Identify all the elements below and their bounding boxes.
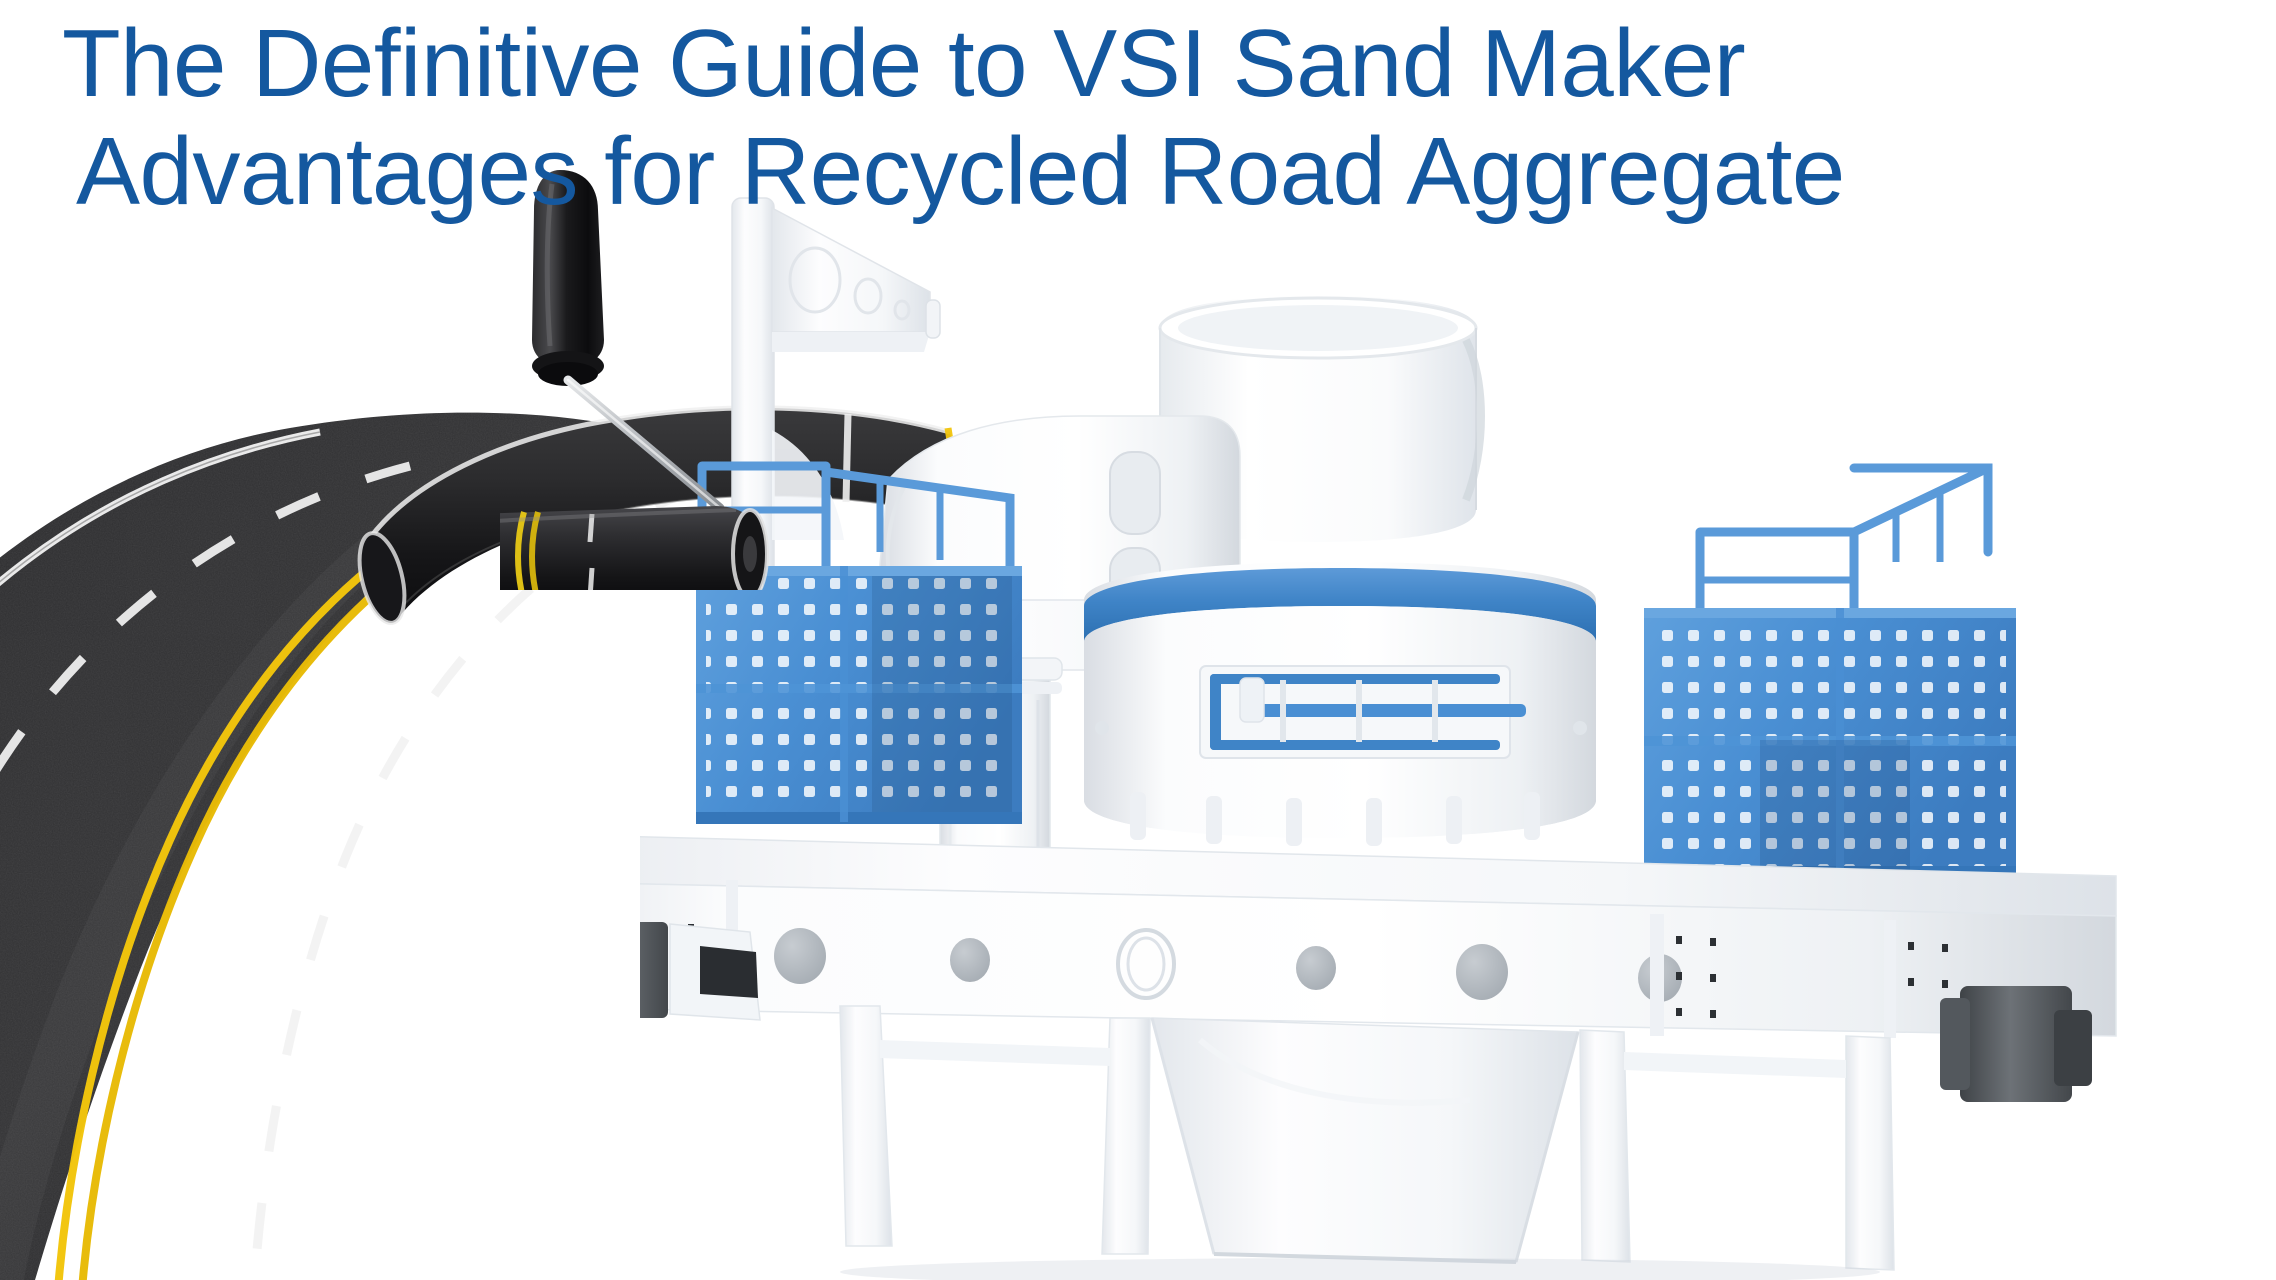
paint-roller-illustration <box>500 170 769 590</box>
right-motor-mount <box>1940 986 2092 1102</box>
blue-accent-band <box>1084 568 1596 642</box>
support-legs <box>839 1005 1895 1271</box>
right-railing <box>1695 463 1993 627</box>
road-edge-line <box>0 428 321 587</box>
left-guard-panel <box>696 461 1022 824</box>
road-edge-line-shade <box>0 431 321 583</box>
inspection-door[interactable] <box>1199 665 1526 759</box>
base-frame <box>640 836 2117 1038</box>
motor-mount <box>640 922 761 1021</box>
paint-roller <box>500 160 920 590</box>
right-guard-panel <box>1644 463 2016 878</box>
machine-shadow <box>840 1258 1880 1280</box>
vsi-sand-maker-illustration <box>640 197 2117 1280</box>
page-title-line-1: The Definitive Guide to VSI Sand Maker <box>62 10 1746 117</box>
housing-ribs <box>1130 792 1540 846</box>
paint-roller-drum <box>500 506 769 590</box>
vsi-sand-maker <box>640 180 2120 1280</box>
discharge-chute <box>1150 1017 1580 1264</box>
paint-roller-handle <box>532 170 604 386</box>
rotor-housing <box>1084 562 1596 846</box>
road-lane-dash-right <box>250 483 700 1280</box>
